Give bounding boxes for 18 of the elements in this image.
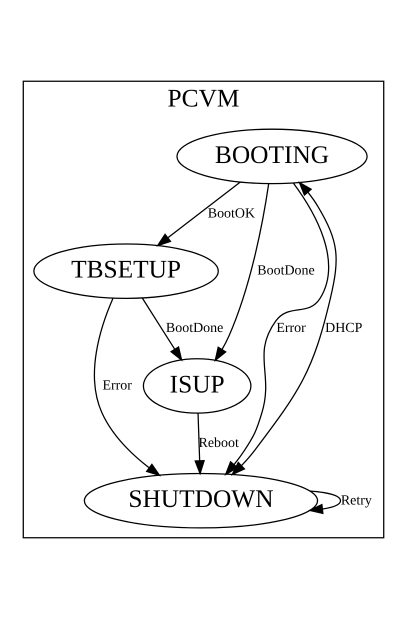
arrow — [142, 298, 183, 362]
node-ellipse: ISUP — [142, 358, 252, 414]
edge-label: BootOK — [208, 206, 256, 222]
edge-label: Retry — [340, 493, 372, 508]
arrow — [214, 183, 270, 362]
arrow — [94, 298, 162, 477]
edge-label: BootDone — [166, 321, 224, 336]
arrow — [156, 182, 241, 247]
edge-label: Error — [276, 321, 306, 336]
edge-label: Error — [102, 378, 132, 394]
node-ellipse: TBSETUP — [33, 243, 219, 299]
edge-label: DHCP — [325, 321, 362, 336]
arrow — [308, 490, 342, 514]
node-ellipse: BOOTING — [176, 128, 368, 184]
arrow — [194, 413, 205, 476]
edge-label: Reboot — [198, 436, 239, 451]
edge-label: BootDone — [257, 264, 315, 279]
node-ellipse: SHUTDOWN — [84, 472, 318, 529]
